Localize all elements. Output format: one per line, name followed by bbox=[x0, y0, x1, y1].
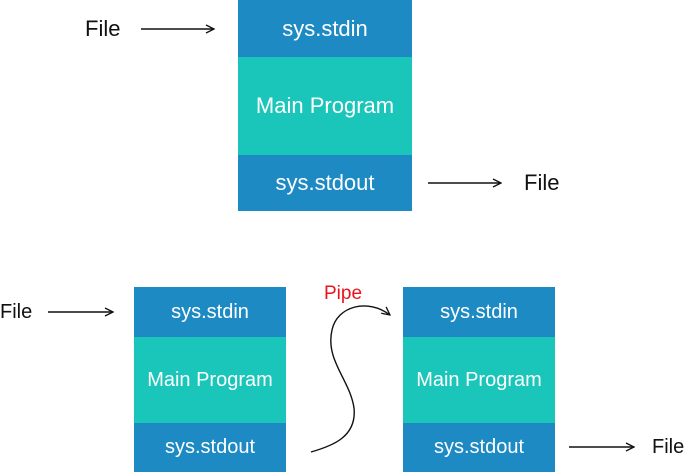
top-main-label: Main Program bbox=[255, 93, 395, 118]
right-stdout-label: sys.stdout bbox=[433, 436, 525, 458]
left-stdout-block: sys.stdout bbox=[134, 423, 286, 472]
top-stdin-label: sys.stdin bbox=[282, 15, 368, 41]
right-stdin-block: sys.stdin bbox=[403, 287, 555, 337]
top-stdout-block: sys.stdout bbox=[238, 155, 412, 211]
left-main-label: Main Program bbox=[147, 368, 273, 391]
left-stdout-label: sys.stdout bbox=[164, 436, 256, 458]
top-stdin-block: sys.stdin bbox=[238, 0, 412, 57]
left-stdin-block: sys.stdin bbox=[134, 287, 286, 337]
left-stdin-label: sys.stdin bbox=[171, 300, 249, 323]
right-stdout-block: sys.stdout bbox=[403, 423, 555, 472]
top-stdout-label: sys.stdout bbox=[275, 170, 375, 195]
left-main-block: Main Program bbox=[134, 337, 286, 423]
right-main-label: Main Program bbox=[416, 368, 542, 391]
bottom-output-file-label: File bbox=[652, 436, 685, 458]
right-main-block: Main Program bbox=[403, 337, 555, 423]
pipe-label: Pipe bbox=[324, 283, 363, 304]
top-input-file-label: File bbox=[85, 16, 121, 41]
top-main-block: Main Program bbox=[238, 57, 412, 155]
top-output-file-label: File bbox=[524, 170, 560, 195]
bottom-input-file-label: File bbox=[0, 301, 33, 323]
pipe-curve bbox=[310, 305, 390, 453]
right-stdin-label: sys.stdin bbox=[440, 300, 518, 323]
